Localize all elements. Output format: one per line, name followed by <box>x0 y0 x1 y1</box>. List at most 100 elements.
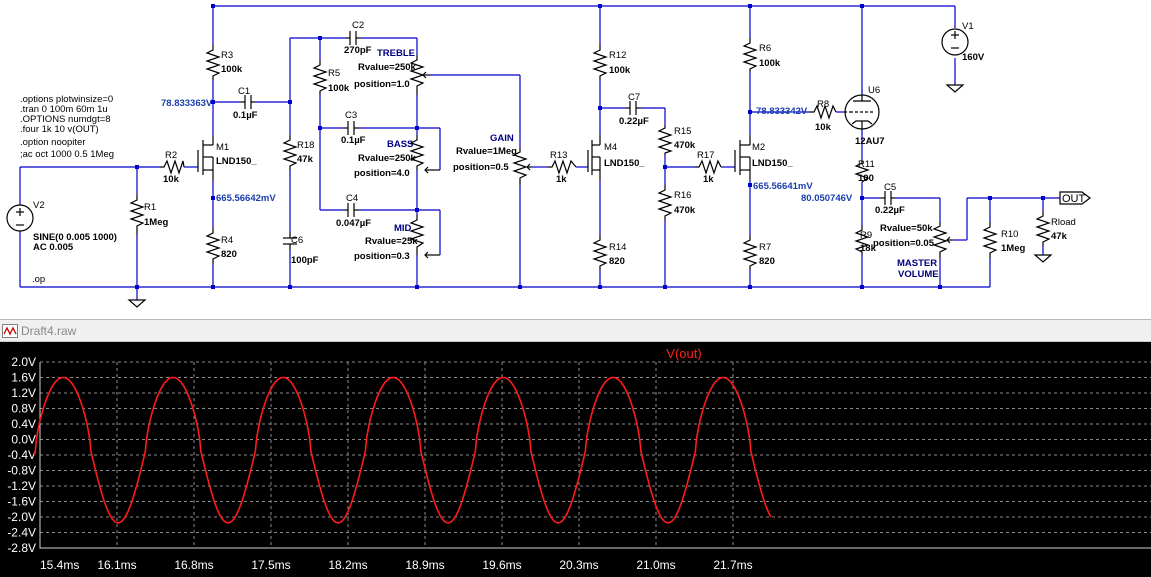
label-r16-name: R16 <box>674 190 691 201</box>
label-treble-rvalue: Rvalue=250k <box>358 62 417 73</box>
label-c3-name: C3 <box>345 110 357 121</box>
label-r14-name: R14 <box>609 242 626 253</box>
junction-dots <box>135 4 1045 289</box>
y-tick-label: -0.8V <box>7 464 36 478</box>
resistor-r5 <box>312 60 328 95</box>
node-voltage-m1-source: 665.56642mV <box>216 193 276 204</box>
label-r4-value: 820 <box>221 249 237 260</box>
trace-title-v-out[interactable]: V(out) <box>666 346 701 361</box>
label-c2-name: C2 <box>352 20 364 31</box>
label-r14-value: 820 <box>609 256 625 267</box>
label-r13-name: R13 <box>550 150 567 161</box>
spice-directives[interactable]: .options plotwinsize=0 .tran 0 100m 60m … <box>20 94 114 285</box>
label-r3-name: R3 <box>221 50 233 61</box>
resistor-r4 <box>205 228 221 265</box>
x-tick-label: 16.8ms <box>174 558 213 572</box>
ground-symbol-rload <box>1033 254 1053 263</box>
resistor-r12 <box>592 45 608 80</box>
label-r11-value: 100 <box>858 173 874 184</box>
resistor-r13 <box>548 159 577 175</box>
resistor-r3 <box>205 45 221 80</box>
y-tick-label: -2.0V <box>7 510 36 524</box>
pot-bass <box>409 135 425 170</box>
label-v1-name: V1 <box>962 21 974 32</box>
label-bass-rvalue: Rvalue=250k <box>358 153 417 164</box>
resistor-r15 <box>657 125 673 155</box>
label-r11-name: R11 <box>858 159 875 170</box>
out-port-flag <box>1059 191 1091 205</box>
pot-treble <box>409 55 425 95</box>
x-tick-label: 21.7ms <box>713 558 752 572</box>
resistor-r14 <box>592 235 608 270</box>
pot-mid <box>409 215 425 255</box>
y-tick-label: -2.4V <box>7 526 36 540</box>
directive-line[interactable]: .tran 0 100m 60m 1u <box>20 104 108 115</box>
label-master-line1: MASTER <box>897 258 937 269</box>
label-c1-name: C1 <box>238 86 250 97</box>
mosfet-m1 <box>197 135 214 180</box>
label-c7-name: C7 <box>628 92 640 103</box>
directive-line[interactable]: ;ac oct 1000 0.5 1Meg <box>20 149 114 160</box>
y-axis-ticks: 2.0V1.6V1.2V0.8V0.4V0.0V-0.4V-0.8V-1.2V-… <box>7 355 36 555</box>
y-tick-label: -1.6V <box>7 495 36 509</box>
y-tick-label: 2.0V <box>11 355 36 369</box>
component-labels: R3 100k C1 0.1µF C2 270pF R5 100k C3 0.1… <box>33 20 1076 280</box>
op-directive[interactable]: .op <box>32 274 45 285</box>
x-tick-label: 16.1ms <box>97 558 136 572</box>
label-r1-name: R1 <box>144 202 156 213</box>
label-c7-value: 0.22µF <box>619 116 649 127</box>
label-r16-value: 470k <box>674 205 696 216</box>
x-tick-label: 21.0ms <box>636 558 675 572</box>
directive-line[interactable]: .OPTIONS numdgt=8 <box>20 114 111 125</box>
x-tick-label: 18.2ms <box>328 558 367 572</box>
label-gain-position: position=0.5 <box>453 162 509 173</box>
directive-line[interactable]: .four 1k 10 v(OUT) <box>20 124 99 135</box>
waveform-window-tab[interactable]: Draft4.raw <box>0 319 1151 342</box>
label-c4-value: 0.047µF <box>336 218 371 229</box>
resistor-r10 <box>982 222 998 258</box>
resistor-r8 <box>810 104 837 120</box>
waveform-plot[interactable]: V(out) 2.0V1.6V1.2V0.8V0.4V0.0V-0.4V-0.8… <box>0 342 1151 577</box>
schematic-canvas[interactable]: OUT .options plotwinsize=0 .tran 0 100m … <box>0 0 1151 318</box>
label-v2-ac: AC 0.005 <box>33 242 74 253</box>
y-tick-label: 0.4V <box>11 417 36 431</box>
trace-line-v-out[interactable] <box>33 376 772 524</box>
schematic-wires <box>19 5 1060 300</box>
waveform-window-icon <box>2 324 18 338</box>
label-r2-value: 10k <box>163 174 180 185</box>
label-u6-name: U6 <box>868 85 880 96</box>
label-r6-value: 100k <box>759 58 781 69</box>
label-r12-value: 100k <box>609 65 631 76</box>
label-r3-value: 100k <box>221 64 243 75</box>
label-v1-value: 160V <box>962 52 985 63</box>
mosfet-m2 <box>734 135 751 180</box>
y-tick-label: 0.8V <box>11 402 36 416</box>
waveform-window-title: Draft4.raw <box>21 324 77 338</box>
label-v2-value: SINE(0 0.005 1000) <box>33 232 117 243</box>
label-r2-name: R2 <box>165 150 177 161</box>
schematic-editor[interactable]: OUT .options plotwinsize=0 .tran 0 100m … <box>0 0 1151 318</box>
x-tick-label: 15.4ms <box>40 558 79 572</box>
label-bass-position: position=4.0 <box>354 168 410 179</box>
pot-gain <box>512 148 528 185</box>
resistor-r1 <box>129 195 145 235</box>
label-v2-name: V2 <box>33 200 45 211</box>
directive-line[interactable]: .option noopiter <box>20 137 86 148</box>
directive-line[interactable]: .options plotwinsize=0 <box>20 94 113 105</box>
x-tick-label: 19.6ms <box>482 558 521 572</box>
label-gain-rvalue: Rvalue=1Meg <box>456 146 517 157</box>
resistor-r6 <box>742 38 758 72</box>
label-m4-value: LND150_ <box>604 158 645 169</box>
y-tick-label: 0.0V <box>11 433 36 447</box>
label-mid-rvalue: Rvalue=25k <box>365 236 418 247</box>
label-r18-value: 47k <box>297 154 314 165</box>
label-r17-value: 1k <box>703 174 714 185</box>
label-m1-value: LND150_ <box>216 156 257 167</box>
label-c6-name: C6 <box>291 235 303 246</box>
label-r1-value: 1Meg <box>144 217 168 228</box>
label-r13-value: 1k <box>556 174 567 185</box>
schematic-components <box>6 28 1053 308</box>
label-master-position: position=0.05 <box>873 238 935 249</box>
node-voltage-m1-drain: 78.833363V <box>161 98 213 109</box>
